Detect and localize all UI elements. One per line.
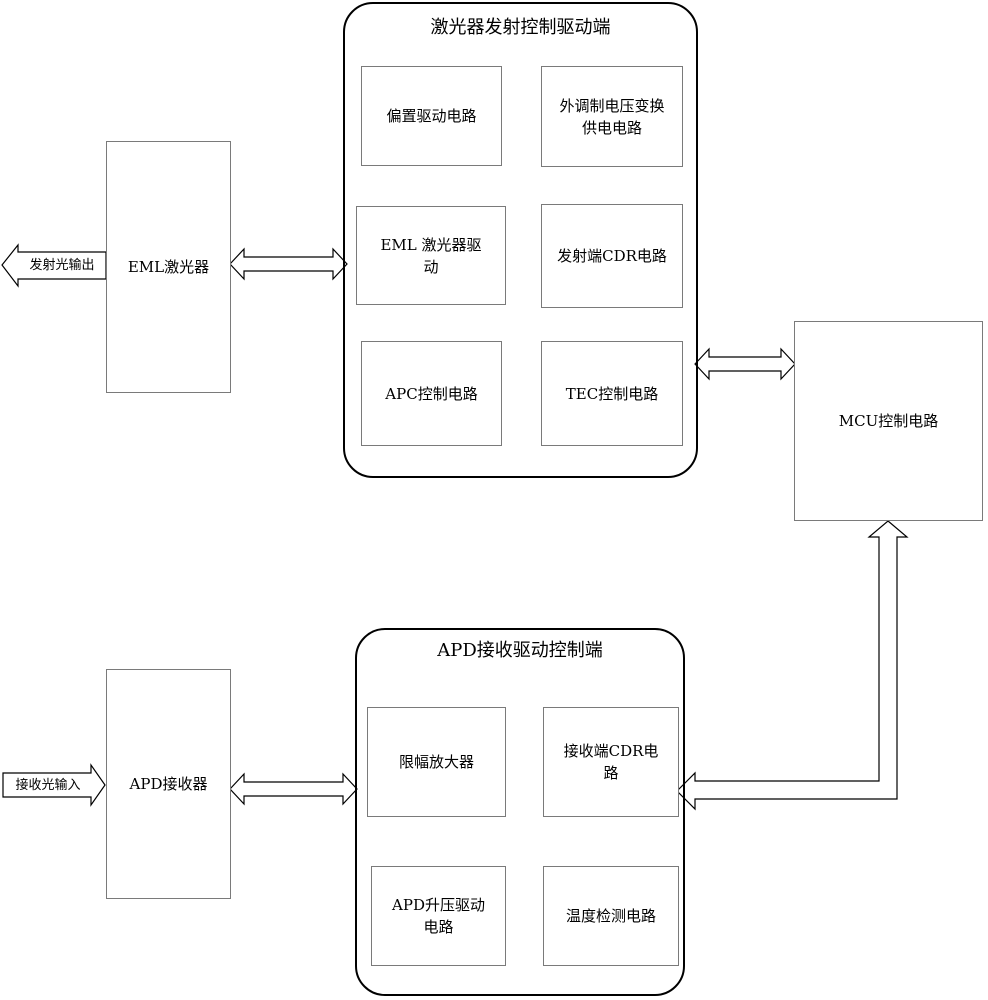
temp-detect-label: 温度检测电路 (565, 907, 656, 925)
ext-mod-supply-circuit: 外调制电压变换 供电电路 (541, 66, 683, 167)
apd-to-receiver-arrow (229, 772, 358, 806)
mcu-label: MCU控制电路 (838, 412, 939, 430)
eml-laser-box: EML激光器 (106, 141, 231, 393)
light-output-label: 发射光输出 (29, 258, 95, 273)
receiver-to-mcu-arrow (676, 520, 909, 811)
tec-label: TEC控制电路 (565, 384, 659, 403)
receiver-control-group (355, 628, 685, 996)
transmitter-to-mcu-arrow (694, 347, 796, 381)
apd-receiver-box: APD接收器 (106, 669, 231, 899)
apd-boost-label: APD升压驱动 电路 (392, 896, 485, 936)
eml-to-transmitter-arrow (229, 247, 348, 281)
bias-drive-circuit: 偏置驱动电路 (361, 66, 502, 166)
limiting-amp-label: 限幅放大器 (398, 753, 474, 771)
mcu-control-box: MCU控制电路 (794, 321, 983, 521)
apd-receiver-label: APD接收器 (129, 775, 208, 793)
rx-cdr-circuit: 接收端CDR电 路 (543, 707, 679, 817)
rx-cdr-label: 接收端CDR电 路 (563, 742, 659, 782)
eml-driver-circuit: EML 激光器驱 动 (356, 206, 506, 305)
apc-label: APC控制电路 (385, 384, 478, 403)
receiver-control-title: APD接收驱动控制端 (437, 640, 603, 661)
light-input-label: 接收光输入 (15, 778, 81, 793)
tx-cdr-circuit: 发射端CDR电路 (541, 204, 683, 308)
temperature-detect-circuit: 温度检测电路 (543, 866, 679, 966)
apc-control-circuit: APC控制电路 (361, 341, 502, 446)
tec-control-circuit: TEC控制电路 (541, 341, 683, 446)
light-input-arrow (2, 763, 106, 807)
eml-laser-label: EML激光器 (127, 258, 210, 276)
tx-cdr-label: 发射端CDR电路 (557, 247, 667, 265)
apd-boost-driver: APD升压驱动 电路 (371, 866, 506, 966)
eml-driver-label: EML 激光器驱 动 (380, 235, 482, 276)
bias-drive-label: 偏置驱动电路 (386, 107, 477, 125)
limiting-amplifier: 限幅放大器 (367, 707, 506, 817)
transmitter-control-group (343, 2, 698, 478)
transmitter-control-title: 激光器发射控制驱动端 (430, 17, 611, 38)
ext-mod-label: 外调制电压变换 供电电路 (559, 96, 665, 137)
